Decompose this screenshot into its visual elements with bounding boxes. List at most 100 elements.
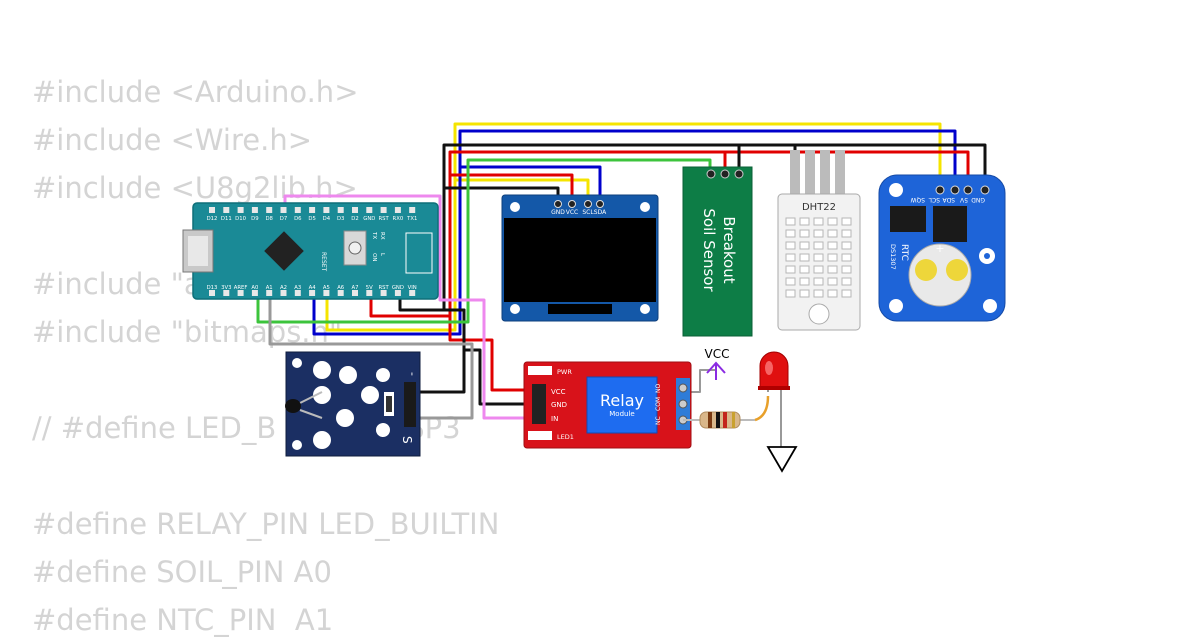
nano-pin[interactable] — [251, 290, 258, 296]
resistor-band — [732, 412, 735, 428]
rtc-pin[interactable] — [980, 185, 990, 195]
nano-pin-label: D4 — [323, 216, 331, 222]
nano-pin[interactable] — [394, 207, 401, 213]
dht-vent — [799, 217, 810, 226]
nano-pin[interactable] — [237, 207, 244, 213]
nano-pin[interactable] — [337, 290, 344, 296]
wires — [256, 122, 987, 447]
ntc-minus-label: - — [406, 372, 419, 376]
oled-pin[interactable] — [568, 200, 576, 208]
nano-pin-label: D10 — [235, 216, 246, 222]
reset-button-cap — [348, 241, 362, 255]
nano-pin[interactable] — [294, 207, 301, 213]
nano-pin-label: RX0 — [393, 216, 404, 222]
nano-pin-label: 5V — [366, 285, 373, 291]
rtc-pin[interactable] — [950, 185, 960, 195]
resistor[interactable] — [683, 395, 770, 429]
svg-text:RX: RX — [379, 232, 385, 240]
dht-vent — [841, 229, 852, 238]
oled-screen — [504, 218, 656, 302]
dht-vent — [813, 265, 824, 274]
oled-pin-label: SDA — [594, 209, 607, 216]
dht-vent — [841, 217, 852, 226]
nano-pin[interactable] — [209, 207, 215, 213]
rtc-pin[interactable] — [935, 185, 945, 195]
relay-module[interactable]: PWR LED1 VCC GND IN Relay Module NC COM … — [523, 361, 692, 449]
dht-vent — [813, 229, 824, 238]
led-labels: TX RX ON L — [371, 231, 385, 261]
svg-text:NC: NC — [655, 416, 662, 425]
nano-pin[interactable] — [323, 290, 330, 296]
nano-pin[interactable] — [251, 207, 258, 213]
code-line: #include <Wire.h> — [32, 123, 313, 157]
soil-sensor[interactable]: Soil Sensor Breakout — [682, 166, 753, 337]
nano-pin[interactable] — [209, 290, 215, 296]
nano-pin[interactable] — [366, 290, 373, 296]
nano-pin[interactable] — [352, 207, 358, 213]
nano-pin[interactable] — [294, 290, 301, 296]
dht-label: DHT22 — [802, 202, 836, 213]
nano-pin[interactable] — [409, 290, 416, 296]
nano-pin[interactable] — [366, 207, 373, 213]
rtc-pin-label: 5V — [959, 196, 968, 203]
dht-vent — [827, 229, 838, 238]
oled-ribbon — [548, 304, 612, 314]
dht-vent — [813, 289, 824, 298]
nano-pin[interactable] — [409, 207, 416, 213]
nano-pin-label: TX1 — [406, 216, 417, 222]
rtc-pin-label: SDA — [942, 196, 955, 203]
nano-pin[interactable] — [223, 207, 230, 213]
dht-grille — [785, 217, 852, 298]
nano-pin[interactable] — [280, 290, 287, 296]
dht22-sensor[interactable]: DHT22 — [777, 150, 861, 331]
svg-text:VCC: VCC — [551, 388, 566, 396]
svg-text:GND: GND — [551, 401, 567, 409]
nano-pin[interactable] — [266, 207, 273, 213]
nano-pin[interactable] — [266, 290, 273, 296]
oled-pin[interactable] — [596, 200, 604, 208]
icsp-header — [405, 232, 433, 274]
nano-pin[interactable] — [309, 290, 316, 296]
soil-label-line1: Soil Sensor — [700, 208, 718, 292]
svg-text:ON: ON — [371, 253, 377, 261]
nano-pin-label: RST — [378, 216, 389, 222]
mount-hole — [292, 358, 302, 368]
nano-pin-label: A4 — [309, 285, 317, 291]
ntc-module[interactable]: - S — [285, 351, 421, 457]
dht-vent — [785, 217, 796, 226]
vcc-arrow-icon — [706, 361, 726, 380]
nano-pin-label: D9 — [251, 216, 258, 222]
svg-text:COM: COM — [655, 397, 662, 411]
ntc-pad — [376, 368, 390, 382]
oled-pin[interactable] — [554, 200, 562, 208]
nano-pin[interactable] — [352, 290, 358, 296]
nano-pin[interactable] — [237, 290, 244, 296]
mount-hole — [640, 202, 650, 212]
rtc-pin[interactable] — [963, 185, 973, 195]
dht-vent — [799, 229, 810, 238]
nano-pin[interactable] — [380, 207, 387, 213]
red-led[interactable] — [758, 351, 790, 392]
oled-pin-label: SCL — [582, 209, 594, 216]
terminal-screw — [678, 399, 688, 409]
nano-pin-label: D6 — [294, 216, 302, 222]
oled-pin[interactable] — [584, 200, 592, 208]
nano-pin[interactable] — [280, 207, 287, 213]
dht-vent — [785, 229, 796, 238]
nano-pin[interactable] — [394, 290, 401, 296]
nano-pin[interactable] — [223, 290, 230, 296]
nano-pin[interactable] — [323, 207, 330, 213]
nano-pin[interactable] — [309, 207, 316, 213]
nano-pin[interactable] — [380, 290, 387, 296]
nano-pin-label: GND — [363, 216, 375, 222]
nano-pin-label: D12 — [207, 216, 218, 222]
nano-pin[interactable] — [337, 207, 344, 213]
usb-port — [188, 236, 208, 266]
reset-label: RESET — [320, 252, 327, 272]
nano-pin-label: D7 — [280, 216, 287, 222]
